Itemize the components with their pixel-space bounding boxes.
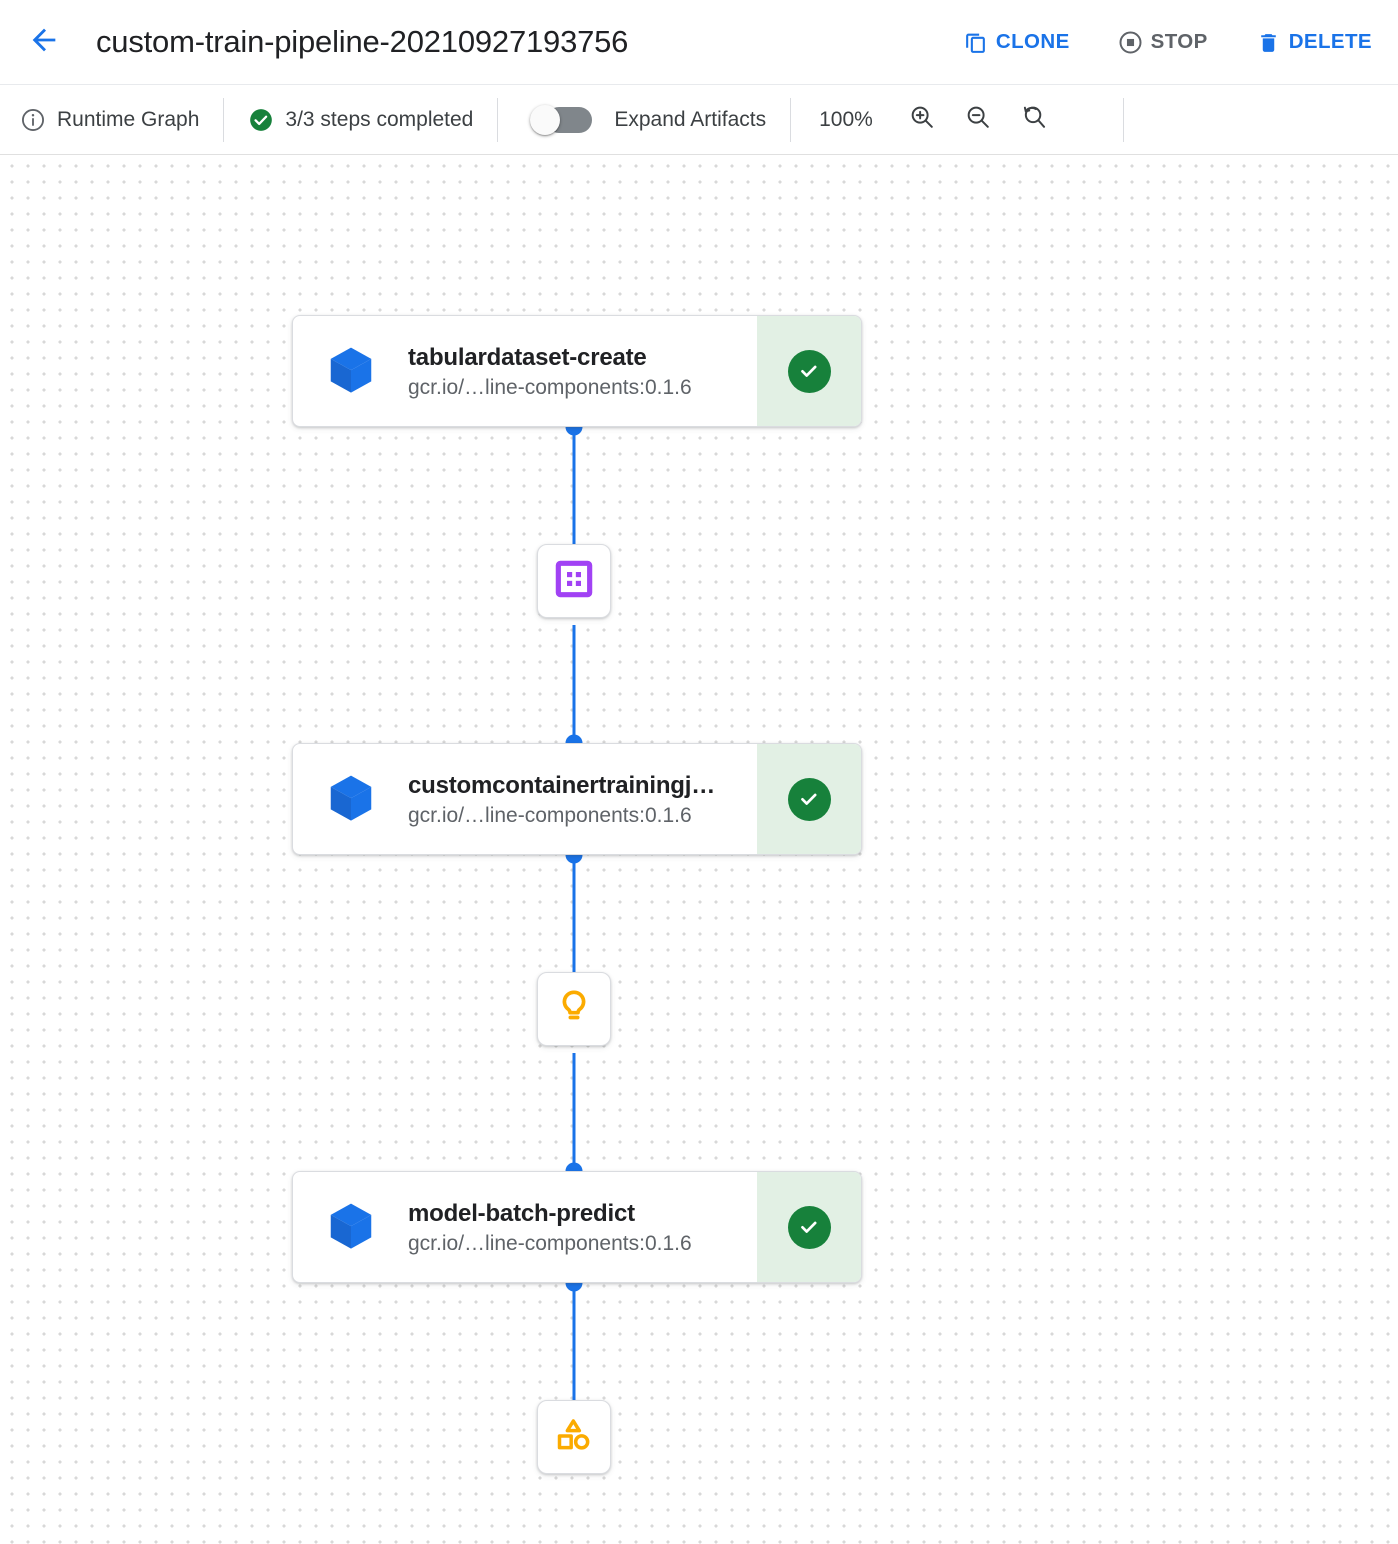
dataset-icon: [554, 559, 594, 604]
node-subtitle: gcr.io/…line-components:0.1.6: [408, 375, 692, 399]
check-circle-icon: [787, 777, 831, 821]
node-title: model-batch-predict: [408, 1199, 635, 1227]
graph-mode-selector[interactable]: Runtime Graph: [20, 85, 223, 154]
edge-artifact1-to-node2: [572, 625, 576, 743]
zoom-out-button[interactable]: [957, 99, 999, 141]
pipeline-node-model-batch-predict[interactable]: model-batch-predict gcr.io/…line-compone…: [292, 1171, 862, 1283]
header-actions: CLONE STOP DELETE: [963, 30, 1372, 55]
toggle-knob: [530, 104, 561, 135]
node-text: model-batch-predict gcr.io/…line-compone…: [408, 1172, 757, 1282]
pipeline-graph-canvas[interactable]: tabulardataset-create gcr.io/…line-compo…: [0, 155, 1398, 1544]
lightbulb-icon: [554, 987, 594, 1032]
node-title: customcontainertrainingj…: [408, 771, 716, 799]
app-header: custom-train-pipeline-20210927193756 CLO…: [0, 0, 1398, 85]
toolbar-divider-4: [1123, 97, 1125, 142]
back-button[interactable]: [22, 20, 66, 64]
edge-artifact2-to-node3: [572, 1053, 576, 1171]
check-circle-icon: [787, 349, 831, 393]
artifact-model[interactable]: [537, 972, 611, 1046]
graph-mode-label: Runtime Graph: [57, 107, 200, 131]
node-subtitle: gcr.io/…line-components:0.1.6: [408, 803, 692, 827]
trash-icon: [1256, 30, 1281, 55]
clone-button[interactable]: CLONE: [963, 30, 1070, 55]
expand-artifacts-toggle[interactable]: [530, 104, 593, 135]
zoom-level-label: 100%: [819, 107, 873, 131]
node-status-succeeded: [757, 316, 861, 426]
node-title: tabulardataset-create: [408, 343, 647, 371]
cube-icon: [324, 342, 378, 401]
check-circle-icon: [248, 107, 274, 133]
node-icon-wrap: [293, 316, 408, 426]
stop-button-label: STOP: [1150, 30, 1208, 53]
node-status-succeeded: [757, 1172, 861, 1282]
node-icon-wrap: [293, 744, 408, 854]
node-subtitle: gcr.io/…line-components:0.1.6: [408, 1231, 692, 1255]
zoom-controls: 100%: [791, 85, 1093, 154]
graph-toolbar: Runtime Graph 3/3 steps completed Expand…: [0, 85, 1398, 155]
arrow-back-icon: [27, 23, 61, 62]
node-status-succeeded: [757, 744, 861, 854]
expand-artifacts-group: Expand Artifacts: [498, 85, 790, 154]
artifact-dataset[interactable]: [537, 544, 611, 618]
check-circle-icon: [787, 1205, 831, 1249]
expand-artifacts-label: Expand Artifacts: [614, 107, 767, 131]
clone-button-label: CLONE: [995, 30, 1070, 53]
zoom-out-icon: [964, 103, 992, 136]
cube-icon: [324, 770, 378, 829]
artifact-predictions[interactable]: [537, 1400, 611, 1474]
page-title: custom-train-pipeline-20210927193756: [96, 24, 629, 59]
pipeline-node-tabulardataset-create[interactable]: tabulardataset-create gcr.io/…line-compo…: [292, 315, 862, 427]
toolbar-divider-3: [790, 97, 792, 142]
stop-button[interactable]: STOP: [1118, 30, 1208, 55]
delete-button-label: DELETE: [1288, 30, 1372, 53]
zoom-in-button[interactable]: [901, 99, 943, 141]
cube-icon: [324, 1198, 378, 1257]
content-copy-icon: [963, 30, 988, 55]
steps-status-label: 3/3 steps completed: [285, 107, 474, 131]
pipeline-node-customcontainertrainingjob[interactable]: customcontainertrainingj… gcr.io/…line-c…: [292, 743, 862, 855]
zoom-in-icon: [908, 103, 936, 136]
edge-node3-to-artifact3: [572, 1283, 576, 1400]
edge-node1-to-artifact1: [572, 427, 576, 546]
steps-status: 3/3 steps completed: [224, 85, 497, 154]
zoom-reset-icon: [1020, 103, 1048, 136]
edge-node2-to-artifact2: [572, 855, 576, 972]
delete-button[interactable]: DELETE: [1256, 30, 1372, 55]
toolbar-divider-2: [497, 97, 499, 142]
zoom-reset-button[interactable]: [1013, 99, 1055, 141]
toolbar-divider-1: [223, 97, 225, 142]
stop-circle-icon: [1118, 30, 1143, 55]
node-icon-wrap: [293, 1172, 408, 1282]
node-text: customcontainertrainingj… gcr.io/…line-c…: [408, 744, 757, 854]
info-circle-icon: [20, 107, 46, 133]
node-text: tabulardataset-create gcr.io/…line-compo…: [408, 316, 757, 426]
shapes-icon: [554, 1415, 594, 1460]
